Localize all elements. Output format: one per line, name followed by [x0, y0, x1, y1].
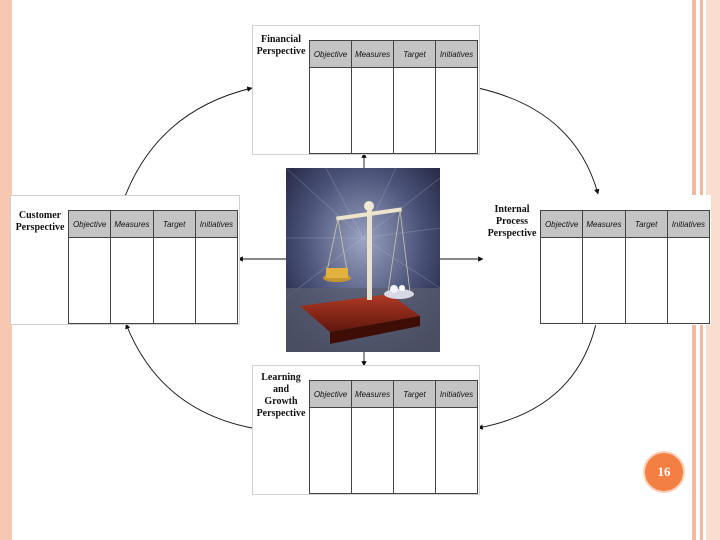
internal-label-line: Internal — [494, 204, 530, 215]
table-cell — [67, 237, 112, 324]
col-target: Target — [393, 40, 436, 68]
table-cell — [435, 67, 478, 154]
financial-perspective-panel: Financial Perspective Objective Measures… — [252, 25, 480, 155]
table-cell — [309, 67, 352, 154]
table-cell — [582, 237, 626, 324]
curved-arrow-financial-internal — [472, 84, 600, 195]
curved-arrow-internal-learning — [477, 318, 600, 430]
internal-process-scorecard-table: Objective Measures Target Initiatives — [539, 210, 711, 324]
financial-label-line: Financial — [260, 34, 301, 45]
learning-growth-perspective-label: Learning and Growth Perspective — [255, 372, 307, 420]
balance-scale-icon — [286, 168, 440, 352]
customer-label-line: Customer — [18, 210, 62, 221]
col-target: Target — [393, 380, 436, 408]
curved-arrow-learning-customer — [125, 323, 258, 432]
learning-growth-perspective-panel: Learning and Growth Perspective Objectiv… — [252, 365, 480, 495]
slide-number-badge: 16 — [643, 451, 685, 493]
col-target: Target — [152, 210, 196, 238]
col-initiatives: Initiatives — [435, 380, 478, 408]
col-measures: Measures — [351, 380, 394, 408]
left-decor-stripe — [0, 0, 12, 540]
customer-scorecard-table: Objective Measures Target Initiatives — [67, 210, 239, 324]
customer-perspective-panel: Customer Perspective Objective Measures … — [10, 195, 240, 325]
col-target: Target — [624, 210, 668, 238]
table-cell — [435, 407, 478, 494]
internal-label-line: Process — [495, 216, 529, 227]
table-cell — [666, 237, 711, 324]
col-objective: Objective — [67, 210, 112, 238]
table-cell — [194, 237, 239, 324]
col-measures: Measures — [582, 210, 626, 238]
table-cell — [110, 237, 154, 324]
col-initiatives: Initiatives — [435, 40, 478, 68]
col-measures: Measures — [351, 40, 394, 68]
table-cell — [309, 407, 352, 494]
table-cell — [152, 237, 196, 324]
customer-perspective-label: Customer Perspective — [13, 210, 67, 234]
col-measures: Measures — [110, 210, 154, 238]
table-cell — [351, 407, 394, 494]
col-objective: Objective — [309, 40, 352, 68]
curved-arrow-customer-financial — [121, 86, 253, 200]
learning-label-line: Growth — [264, 396, 298, 407]
col-objective: Objective — [309, 380, 352, 408]
financial-scorecard-table: Objective Measures Target Initiatives — [309, 40, 478, 154]
internal-process-perspective-panel: Internal Process Perspective Objective M… — [483, 195, 711, 325]
table-cell — [624, 237, 668, 324]
col-initiatives: Initiatives — [666, 210, 711, 238]
customer-label-line: Perspective — [15, 222, 65, 233]
col-initiatives: Initiatives — [194, 210, 239, 238]
table-cell — [393, 67, 436, 154]
right-decor-stripe — [706, 0, 720, 540]
col-objective: Objective — [539, 210, 584, 238]
financial-perspective-label: Financial Perspective — [255, 34, 307, 58]
financial-label-line: Perspective — [256, 46, 306, 57]
learning-label-line: Perspective — [256, 408, 306, 419]
learning-growth-scorecard-table: Objective Measures Target Initiatives — [309, 380, 478, 494]
internal-label-line: Perspective — [487, 228, 537, 239]
learning-label-line: and — [272, 384, 290, 395]
learning-label-line: Learning — [261, 372, 301, 383]
table-cell — [351, 67, 394, 154]
internal-process-perspective-label: Internal Process Perspective — [484, 204, 540, 240]
table-cell — [539, 237, 584, 324]
table-cell — [393, 407, 436, 494]
